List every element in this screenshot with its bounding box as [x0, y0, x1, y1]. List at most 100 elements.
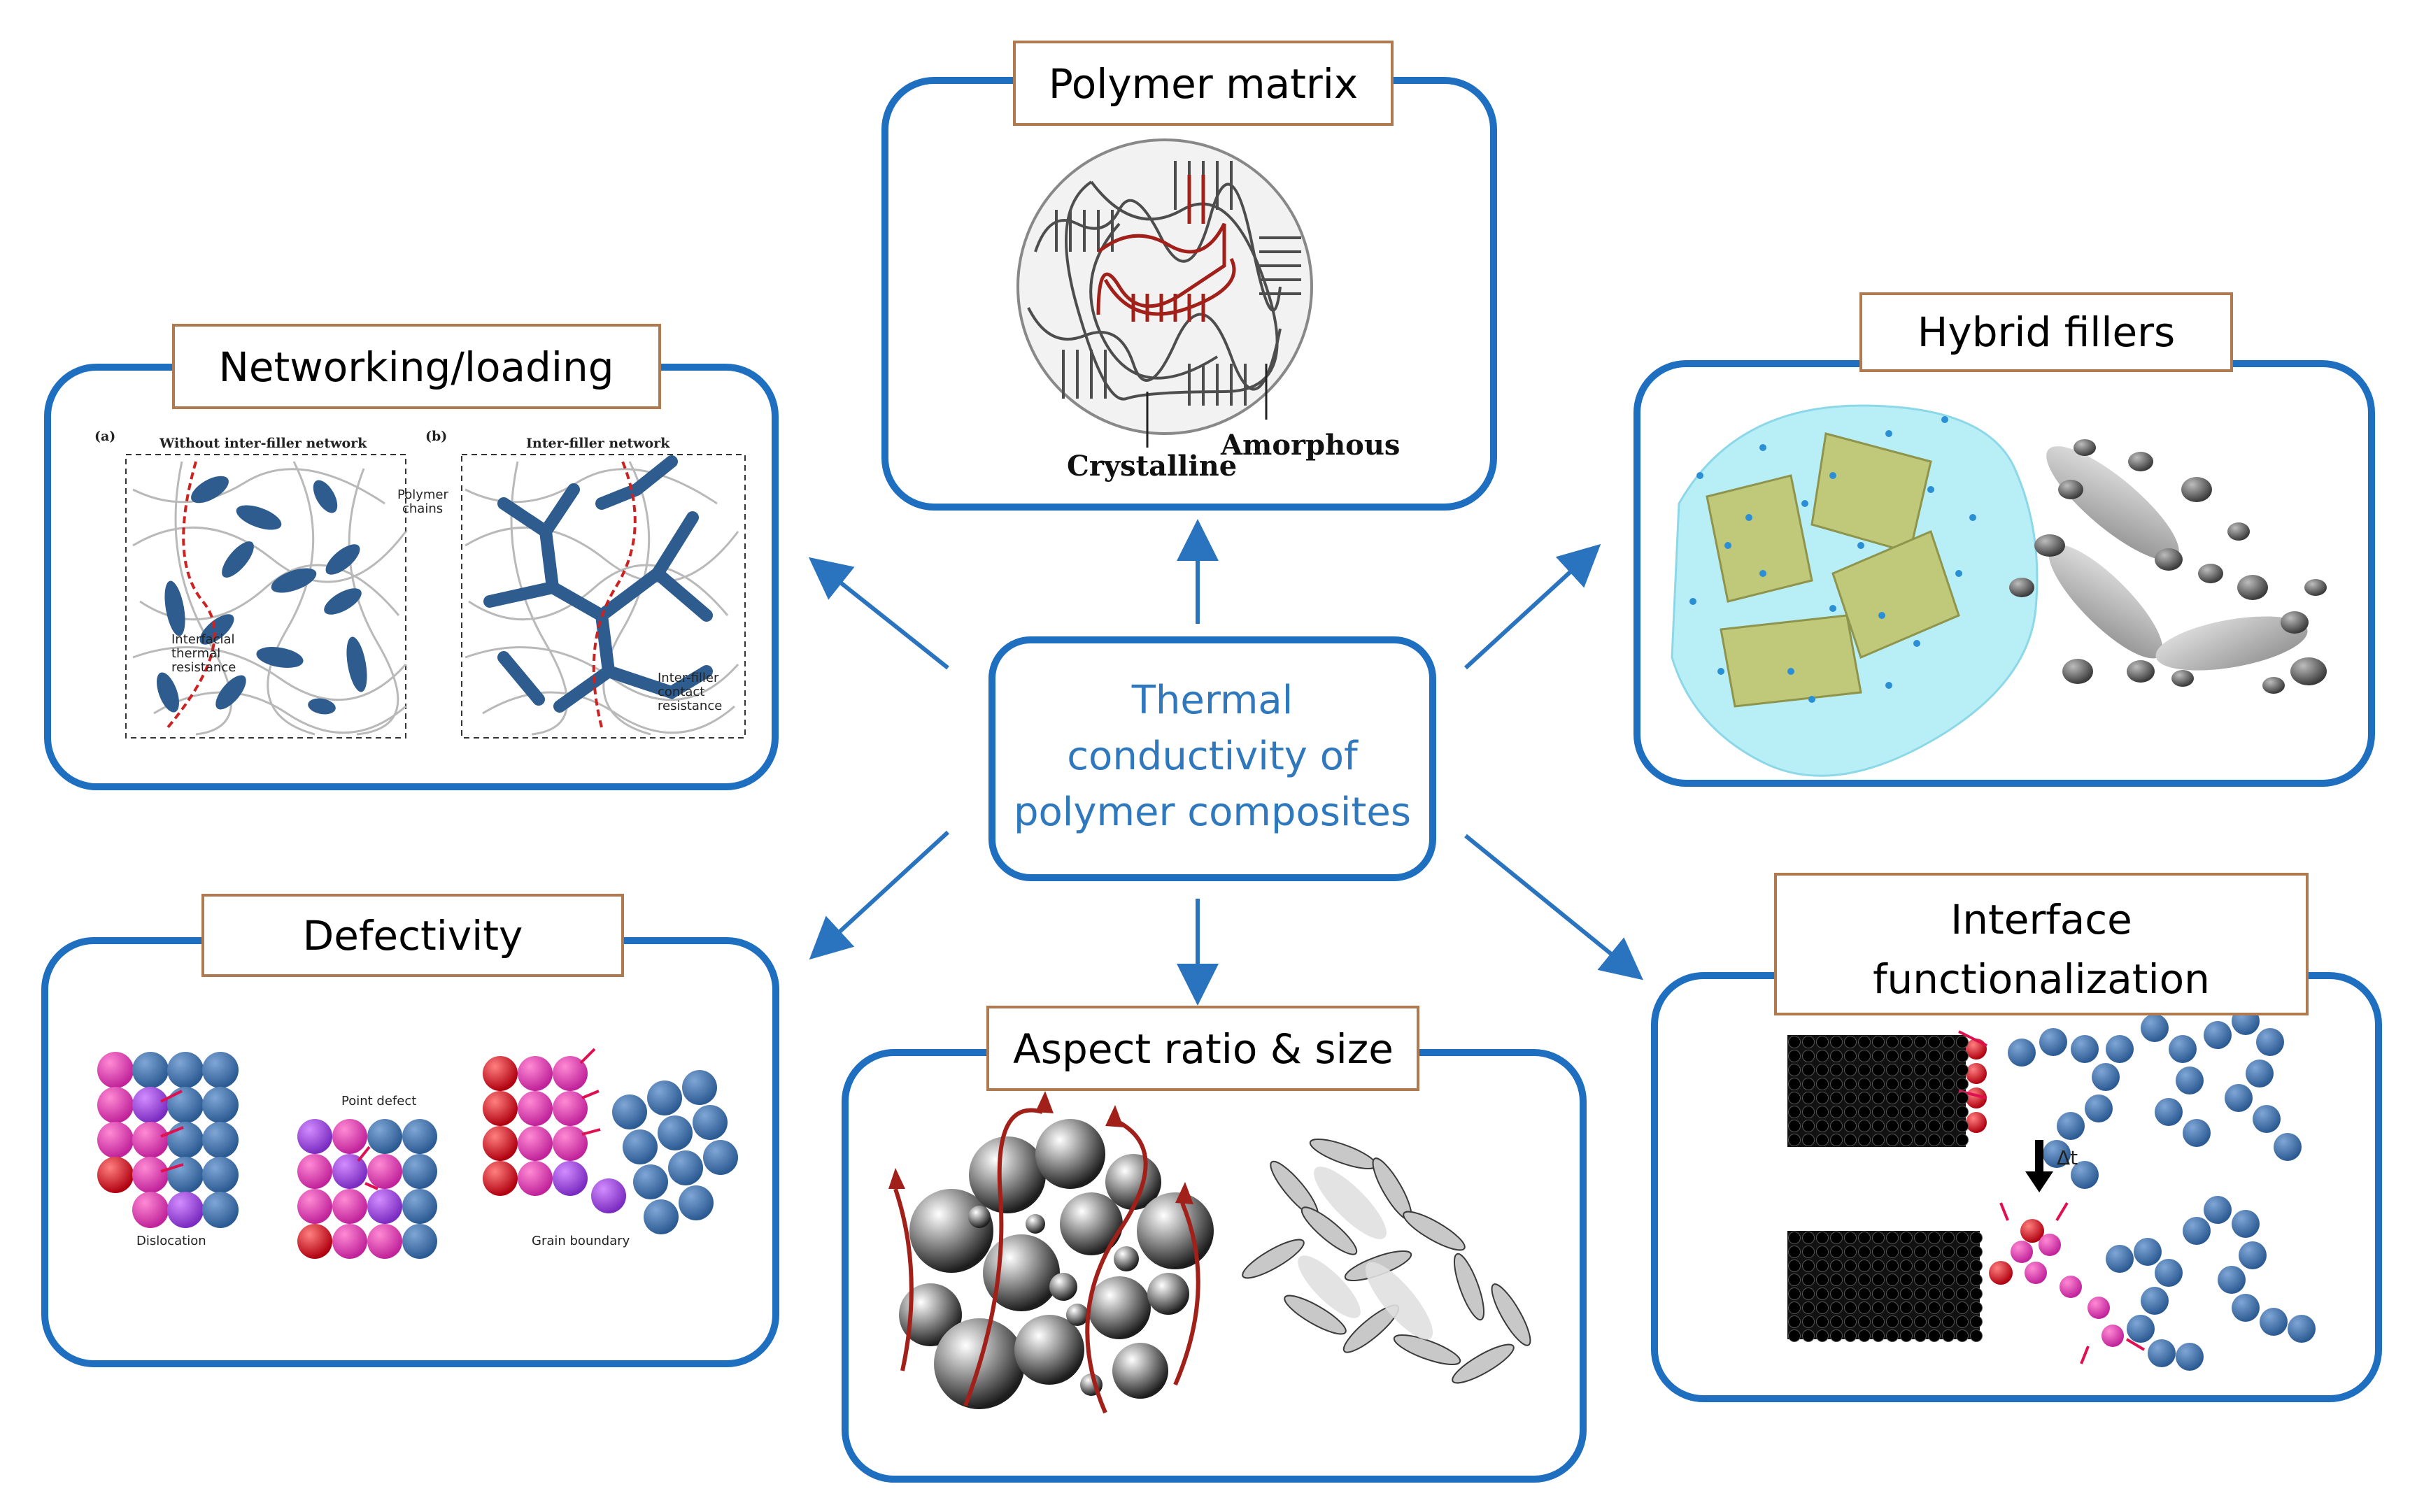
polymer-chains-label-1: Polymer [397, 487, 448, 502]
block-sphere [1788, 1288, 1801, 1300]
block-sphere [1914, 1106, 1927, 1118]
block-sphere [1858, 1036, 1871, 1048]
block-sphere [1830, 1134, 1843, 1146]
block-sphere [1872, 1064, 1885, 1076]
block-sphere [1844, 1134, 1857, 1146]
block-sphere [1942, 1315, 1955, 1328]
hybrid-fillers-panel [1633, 360, 2375, 787]
block-sphere [1886, 1134, 1899, 1146]
block-sphere [1816, 1050, 1829, 1062]
block-sphere [1956, 1260, 1969, 1272]
block-sphere [1956, 1078, 1969, 1090]
block-sphere [1802, 1260, 1815, 1272]
block-sphere [1900, 1092, 1913, 1104]
block-sphere [1942, 1064, 1955, 1076]
block-sphere [1928, 1232, 1941, 1244]
block-sphere [1900, 1232, 1913, 1244]
center-line-2: conductivity of [1067, 734, 1359, 779]
block-dots-top [1788, 1036, 1969, 1146]
block-sphere [1956, 1036, 1969, 1048]
arrow-to-hybrid-icon [1463, 543, 1601, 670]
block-sphere [1844, 1329, 1857, 1342]
block-sphere [1830, 1260, 1843, 1272]
contact-label-3: resistance [658, 699, 722, 713]
block-sphere [1928, 1078, 1941, 1090]
block-sphere [1928, 1288, 1941, 1300]
block-sphere [1802, 1106, 1815, 1118]
block-sphere [1816, 1329, 1829, 1342]
nanoparticle-dots [1689, 416, 1976, 703]
block-sphere [1970, 1260, 1983, 1272]
block-sphere [1816, 1134, 1829, 1146]
block-sphere [1788, 1232, 1801, 1244]
interfacial-label-2: thermal [171, 646, 220, 661]
interface-title: Interface functionalization [1774, 873, 2309, 1015]
block-sphere [1886, 1274, 1899, 1286]
block-sphere [1844, 1274, 1857, 1286]
block-sphere [1886, 1106, 1899, 1118]
block-sphere [1956, 1050, 1969, 1062]
defectivity-panel: Dislocation Point defect Grain boundary [41, 937, 779, 1367]
block-sphere [1872, 1120, 1885, 1132]
block-sphere [1914, 1315, 1927, 1328]
block-sphere [1788, 1315, 1801, 1328]
block-sphere [1844, 1260, 1857, 1272]
block-sphere [1858, 1315, 1871, 1328]
block-sphere [1802, 1036, 1815, 1048]
block-sphere [1788, 1050, 1801, 1062]
block-sphere [1900, 1064, 1913, 1076]
block-sphere [1942, 1232, 1955, 1244]
block-sphere [1942, 1134, 1955, 1146]
block-sphere [1942, 1260, 1955, 1272]
block-sphere [1928, 1036, 1941, 1048]
block-sphere [1844, 1120, 1857, 1132]
aspect-ratio-title-text: Aspect ratio & size [1013, 1025, 1394, 1073]
block-sphere [1844, 1301, 1857, 1314]
block-sphere [1816, 1064, 1829, 1076]
block-sphere [1802, 1301, 1815, 1314]
block-sphere [1914, 1134, 1927, 1146]
block-sphere [1858, 1106, 1871, 1118]
block-sphere [1900, 1106, 1913, 1118]
block-sphere [1872, 1106, 1885, 1118]
block-sphere [1914, 1232, 1927, 1244]
block-sphere [1858, 1078, 1871, 1090]
with-network-label: Inter-filler network [526, 436, 670, 451]
block-sphere [1816, 1274, 1829, 1286]
block-sphere [1900, 1036, 1913, 1048]
block-sphere [1872, 1301, 1885, 1314]
block-sphere [1872, 1246, 1885, 1258]
block-sphere [1788, 1106, 1801, 1118]
dislocation-label: Dislocation [136, 1234, 206, 1248]
block-sphere [1914, 1036, 1927, 1048]
block-sphere [1788, 1036, 1801, 1048]
block-sphere [1928, 1329, 1941, 1342]
block-sphere [1802, 1329, 1815, 1342]
block-sphere [1844, 1078, 1857, 1090]
block-sphere [1858, 1329, 1871, 1342]
block-sphere [1872, 1288, 1885, 1300]
block-sphere [1956, 1232, 1969, 1244]
block-sphere [1928, 1120, 1941, 1132]
block-sphere [1816, 1246, 1829, 1258]
block-sphere [1900, 1050, 1913, 1062]
block-sphere [1802, 1092, 1815, 1104]
defectivity-title-text: Defectivity [303, 912, 523, 960]
block-sphere [1816, 1315, 1829, 1328]
block-sphere [1816, 1260, 1829, 1272]
block-sphere [1886, 1064, 1899, 1076]
contact-label-1: Inter-filler [658, 671, 719, 685]
block-sphere [1886, 1120, 1899, 1132]
block-sphere [1914, 1288, 1927, 1300]
block-sphere [1788, 1246, 1801, 1258]
block-sphere [1928, 1106, 1941, 1118]
block-sphere [1914, 1120, 1927, 1132]
block-sphere [1956, 1301, 1969, 1314]
block-sphere [1788, 1120, 1801, 1132]
block-sphere [1928, 1092, 1941, 1104]
polymer-matrix-panel: Crystalline Amorphous [881, 77, 1497, 511]
block-sphere [1830, 1036, 1843, 1048]
block-sphere [1942, 1288, 1955, 1300]
hybrid-fillers-title: Hybrid fillers [1859, 292, 2233, 372]
block-sphere [1858, 1232, 1871, 1244]
